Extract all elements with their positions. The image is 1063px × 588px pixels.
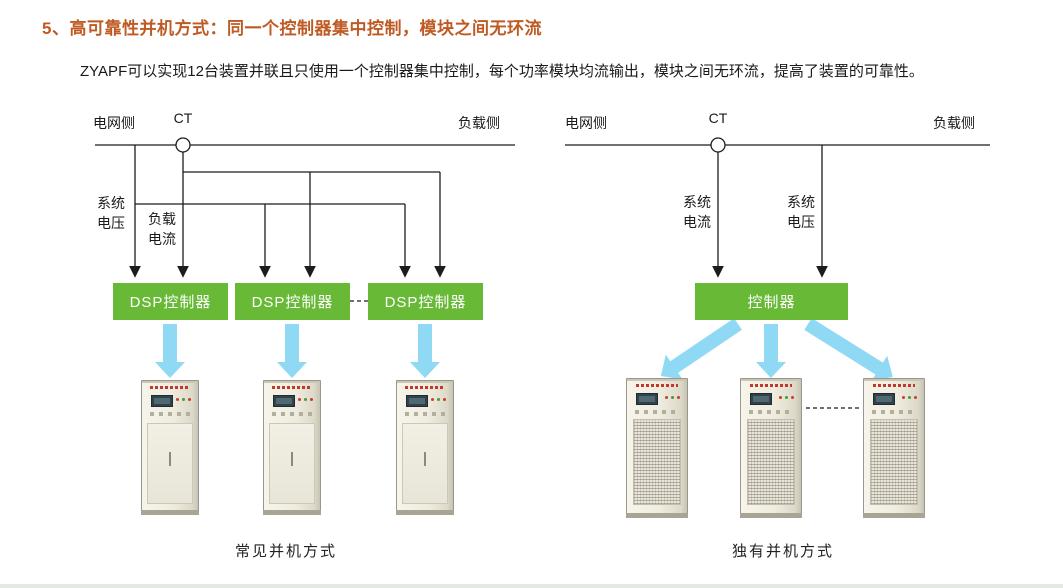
power-cabinet-icon	[396, 380, 454, 515]
cabinet-indicators	[665, 396, 680, 399]
flow-arrow-icon	[756, 324, 786, 378]
page-description: ZYAPF可以实现12台装置并联且只使用一个控制器集中控制，每个功率模块均流输出…	[80, 63, 924, 80]
cabinet-display	[873, 393, 895, 405]
ct-sensor-icon	[175, 137, 191, 153]
flow-arrow-icon	[155, 324, 185, 378]
cabinet-buttons	[150, 412, 190, 416]
cabinet-base	[740, 513, 802, 518]
right-load-side-label: 负载侧	[933, 115, 975, 131]
cabinet-display	[406, 395, 428, 407]
cabinet-indicators	[431, 398, 446, 401]
left-load-side-label: 负载侧	[458, 115, 500, 131]
cabinet-display	[151, 395, 173, 407]
cabinet-label-decor	[873, 384, 915, 387]
cabinet-vent-grille	[870, 419, 918, 505]
cabinet-display	[750, 393, 772, 405]
flow-arrow-icon	[277, 324, 307, 378]
cabinet-indicators	[298, 398, 313, 401]
power-cabinet-icon	[740, 378, 802, 518]
left-ct-label: CT	[173, 110, 193, 126]
cabinet-indicators	[902, 396, 917, 399]
controller-box: 控制器	[695, 283, 848, 320]
right-grid-side-label: 电网侧	[565, 115, 607, 131]
cabinet-base	[141, 510, 199, 515]
flow-arrow-icon	[410, 324, 440, 378]
flow-arrow-icon	[660, 318, 742, 380]
cabinet-buttons	[405, 412, 445, 416]
cabinet-display	[636, 393, 658, 405]
power-cabinet-icon	[626, 378, 688, 518]
cabinet-buttons	[635, 410, 679, 414]
page-title: 5、高可靠性并机方式：同一个控制器集中控制，模块之间无环流	[42, 19, 542, 38]
left-caption: 常见并机方式	[234, 543, 337, 560]
cabinet-label-decor	[750, 384, 792, 387]
flow-arrows	[155, 318, 893, 382]
cabinet-label-decor	[405, 386, 445, 389]
right-caption: 独有并机方式	[731, 543, 834, 560]
power-cabinet-icon	[141, 380, 199, 515]
cabinet-display	[273, 395, 295, 407]
dsp-controller-box-1: DSP控制器	[113, 283, 228, 320]
dsp-controller-box-2: DSP控制器	[235, 283, 350, 320]
cabinet-buttons	[872, 410, 916, 414]
cabinet-base	[626, 513, 688, 518]
dsp-controller-box-3: DSP控制器	[368, 283, 483, 320]
cabinet-vent-grille	[747, 419, 795, 505]
right-system-current-label: 系统电流	[683, 194, 711, 231]
right-system-voltage-label: 系统电压	[787, 194, 815, 231]
cabinet-label-decor	[272, 386, 312, 389]
cabinet-indicators	[779, 396, 794, 399]
cabinet-buttons	[749, 410, 793, 414]
flow-arrow-icon	[804, 318, 893, 382]
ct-sensor-icon	[710, 137, 726, 153]
cabinet-base	[396, 510, 454, 515]
cabinet-base	[263, 510, 321, 515]
cabinet-base	[863, 513, 925, 518]
right-wiring	[565, 137, 990, 409]
cabinet-buttons	[272, 412, 312, 416]
page-bottom-divider	[0, 584, 1063, 588]
left-load-current-label: 负载电流	[148, 211, 176, 248]
left-wiring	[95, 137, 515, 302]
cabinet-label-decor	[150, 386, 190, 389]
cabinet-label-decor	[636, 384, 678, 387]
cabinet-door	[147, 423, 193, 504]
right-ct-label: CT	[708, 110, 728, 126]
cabinet-vent-grille	[633, 419, 681, 505]
power-cabinet-icon	[863, 378, 925, 518]
cabinet-door	[269, 423, 315, 504]
cabinet-indicators	[176, 398, 191, 401]
power-cabinet-icon	[263, 380, 321, 515]
left-grid-side-label: 电网侧	[93, 115, 135, 131]
cabinet-door	[402, 423, 448, 504]
left-system-voltage-label: 系统电压	[97, 195, 125, 232]
